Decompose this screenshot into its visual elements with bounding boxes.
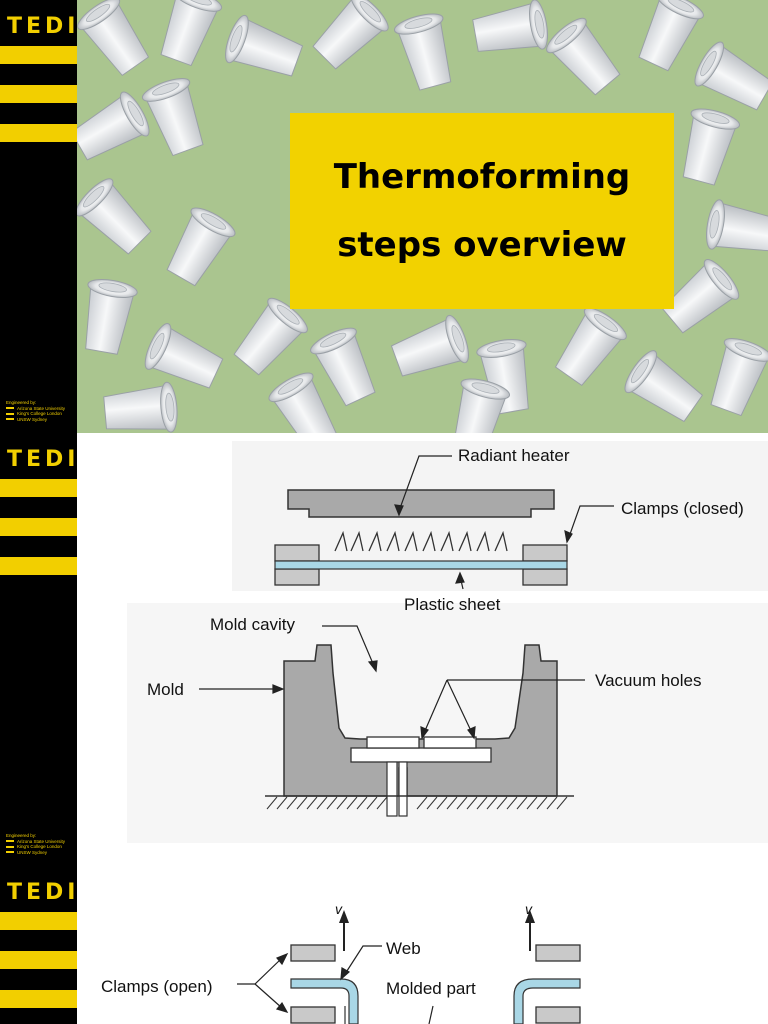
sidebar-stripe [0, 912, 77, 930]
tedi-logo: TEDI [7, 447, 80, 472]
partner-unsw: UNSW Sydney [17, 416, 48, 422]
sidebar-stripe [0, 518, 77, 536]
partner-kcl: King's College London [17, 411, 62, 416]
sidebar: TEDI Engineered by: Arizona State Univer… [0, 433, 77, 866]
clamp-lower-right [522, 568, 568, 586]
sidebar-stripe [0, 990, 77, 1008]
label-v-left: v [335, 901, 343, 917]
partner-unsw: UNSW Sydney [17, 849, 48, 855]
thermoforming-setup-diagram: Radiant heater Clamps (closed) Plastic s… [127, 441, 768, 843]
sidebar-stripe [0, 479, 77, 497]
molded-part-left [290, 978, 359, 1024]
label-clamps-open: Clamps (open) [101, 977, 213, 996]
engineered-by-label: Engineered by: [6, 833, 37, 838]
slide-title-line1: Thermoforming [333, 157, 631, 197]
clamp-open-upper-left [290, 944, 336, 962]
title-card: Thermoforming steps overview [290, 113, 674, 309]
label-radiant-heater: Radiant heater [458, 446, 570, 465]
heat-rays [334, 530, 508, 552]
partner-asu: Arizona State University [17, 405, 66, 411]
partner-kcl: King's College London [17, 844, 62, 849]
cups-background-image: Thermoforming steps overview [77, 0, 768, 433]
slide-title: TEDI Engineered by: Arizona State Univer… [0, 0, 768, 433]
sidebar-stripe [0, 124, 77, 142]
demolding-diagram: v v Web Clamps (open) Molded part [101, 901, 581, 1024]
tedi-logo: TEDI [7, 14, 80, 39]
velocity-arrow-left [339, 910, 349, 923]
velocity-arrow-right [525, 910, 535, 923]
clamp-lower-left [274, 568, 320, 586]
clamp-open-upper-right [535, 944, 581, 962]
sidebar-stripe [0, 557, 77, 575]
engineered-by-block: Engineered by: Arizona State University … [6, 833, 65, 855]
partner-asu: Arizona State University [17, 838, 66, 844]
engineered-by-block: Engineered by: Arizona State University … [6, 400, 65, 422]
clamp-upper-right [522, 544, 568, 562]
label-web: Web [386, 939, 421, 958]
label-plastic-sheet: Plastic sheet [404, 595, 501, 614]
tedi-logo: TEDI [7, 880, 80, 905]
sidebar-stripe [0, 46, 77, 64]
label-mold-cavity: Mold cavity [210, 615, 296, 634]
sidebar-stripe [0, 951, 77, 969]
engineered-by-label: Engineered by: [6, 400, 37, 405]
clamp-open-lower-right [535, 1006, 581, 1024]
sidebar: TEDI [0, 866, 77, 1024]
diagram-area: Radiant heater Clamps (closed) Plastic s… [77, 433, 768, 866]
radiant-heater-shape [287, 489, 555, 518]
label-vacuum-holes: Vacuum holes [595, 671, 701, 690]
diagram-area: v v Web Clamps (open) Molded part [77, 866, 768, 1024]
ground-hatching [266, 796, 568, 810]
slide-demolding-diagram: v v Web Clamps (open) Molded part TEDI [0, 866, 768, 1024]
sidebar: TEDI Engineered by: Arizona State Univer… [0, 0, 77, 433]
label-molded-part: Molded part [386, 979, 476, 998]
plastic-sheet-shape [274, 560, 568, 570]
clamp-upper-left [274, 544, 320, 562]
label-clamps-closed: Clamps (closed) [621, 499, 744, 518]
sidebar-stripe [0, 85, 77, 103]
slide-title-line2: steps overview [337, 225, 627, 265]
clamp-open-lower-left [290, 1006, 336, 1024]
slide-mold-diagram: Radiant heater Clamps (closed) Plastic s… [0, 433, 768, 866]
label-mold: Mold [147, 680, 184, 699]
label-v-right: v [525, 901, 533, 917]
molded-part-right [513, 978, 581, 1024]
